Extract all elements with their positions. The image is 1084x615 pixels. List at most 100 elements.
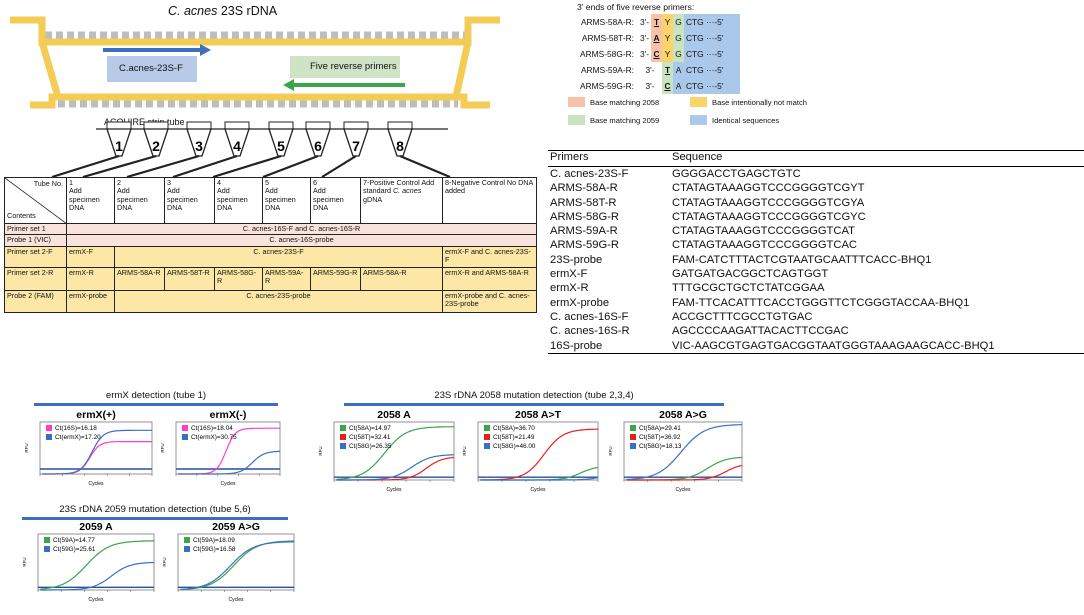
legend-label: Ct(58A)=29.41: [639, 425, 681, 432]
primer-set-2r-t4: ARMS-58G-R: [214, 266, 263, 291]
primer-end-base: G: [673, 30, 684, 46]
sequence-primer-name: C. acnes-23S-F: [550, 168, 629, 180]
probe-2-label: Probe 2 (FAM): [4, 289, 67, 313]
amplification-chart: 2058 A>TRFUCyclesCt(58A)=36.70Ct(58T)=21…: [462, 409, 599, 493]
sequence-primer-name: 16S-probe: [550, 339, 603, 352]
primer-end-tail: CTG ···-5': [684, 62, 740, 78]
primer-end-tail: CTG ···-5': [684, 46, 740, 62]
sequence-value: VIC-AAGCGTGAGTGACGGTAATGGGTAAAGAAGCACC-B…: [672, 339, 995, 352]
x-axis-label: Cycles: [220, 481, 236, 487]
legend-swatch: [182, 425, 188, 431]
tube-number-4: 4: [233, 138, 241, 154]
amplification-curve: [336, 454, 454, 481]
sequence-primer-name: ARMS-58A-R: [550, 182, 618, 195]
legend-swatch: [340, 443, 346, 449]
key-swatch-2059: [568, 115, 585, 125]
tube-1: 1: [51, 121, 132, 178]
sequence-value: GGGGACCTGAGCTGTC: [672, 168, 801, 180]
primer-set-2r-t6: ARMS-59G-R: [310, 266, 361, 291]
sequence-value: TTTGCGCTGCTCTATCGGAA: [672, 282, 825, 295]
legend-swatch: [184, 546, 190, 552]
legend-label: Ct(58T)=32.41: [349, 434, 391, 441]
primer-end-base: A: [673, 62, 684, 78]
sequence-primer-name: ermX-R: [550, 282, 589, 295]
plot-frame: [477, 421, 599, 481]
x-axis-label: Cycles: [675, 487, 691, 493]
legend-label: Ct(59A)=18.09: [193, 537, 235, 544]
sequence-value: CTATAGTAAAGGTCCCGGGGTCGYC: [672, 210, 866, 223]
plot-frame: [177, 533, 295, 591]
primer-end-name: ARMS-59G-R:: [580, 81, 634, 91]
legend-label: Ct(58T)=21.49: [493, 434, 535, 441]
plot-frame: [333, 421, 455, 481]
sequence-value: GATGATGACGGCTCAGTGGT: [672, 268, 829, 281]
tube-number-3: 3: [195, 138, 203, 154]
primer-set-2r-label: Primer set 2-R: [4, 266, 67, 291]
chart-title: ermX(-): [210, 409, 247, 421]
primer-end-tail: CTG ···-5': [684, 30, 740, 46]
primer-set-2f-t1: ermX-F: [66, 245, 115, 268]
amplification-curve: [42, 429, 152, 475]
legend-swatch: [630, 425, 636, 431]
y-axis-label: RFU: [462, 446, 467, 455]
col-primers: Primers: [550, 151, 589, 163]
x-axis-label: Cycles: [88, 597, 104, 603]
amplification-curve: [336, 426, 454, 480]
plot-frame: [623, 421, 743, 481]
tube-line-8: [399, 154, 451, 178]
legend-label: Ct(58A)=36.70: [493, 425, 535, 432]
sequence-value: ACCGCTTTCGCCTGTGAC: [672, 310, 813, 323]
rdna-diagram: [10, 16, 500, 109]
legend-label: Ct(16S)=18.04: [191, 425, 233, 432]
forward-primer-label: C.acnes-23S-F: [119, 63, 183, 74]
tube-number-6: 6: [314, 138, 322, 154]
r2058-group-title: 23S rDNA 2058 mutation detection (tube 2…: [344, 390, 724, 406]
y-axis-label: RFU: [162, 557, 167, 566]
primer-key: Base matching 2058 Base intentionally no…: [568, 97, 828, 125]
legend-label: Ct(59G)=16.58: [193, 546, 236, 553]
tube-no-header: Tube No.: [33, 179, 63, 188]
legend-label: Ct(ermX)=17.20: [55, 434, 101, 441]
legend-swatch: [484, 425, 490, 431]
amplification-curve: [40, 561, 154, 591]
sequence-row: C. acnes-23S-F GGGGACCTGAGCTGTC: [548, 167, 1084, 181]
primer-end-base: Y: [662, 30, 673, 46]
legend-label: Ct(59G)=25.61: [53, 546, 96, 553]
legend-label: Ct(58A)=14.97: [349, 425, 391, 432]
sequence-row: ermX-R TTTGCGCTGCTCTATCGGAA: [548, 281, 1084, 295]
sequence-primer-name: ARMS-59G-R: [550, 239, 619, 252]
probe-2-t1: ermX-probe: [66, 289, 115, 313]
y-axis-label: RFU: [160, 443, 165, 452]
primer-set-2r-t8: ermX-R and ARMS-58A-R: [442, 266, 537, 291]
chart-title: 2059 A>G: [212, 521, 260, 533]
key-identical: Identical sequences: [690, 115, 779, 125]
legend-swatch: [44, 546, 50, 552]
sequence-row: 16S-probe VIC-AAGCGTGAGTGACGGTAATGGGTAAAG…: [548, 339, 1084, 353]
tube-7: 7: [321, 121, 369, 178]
amplification-curve: [626, 464, 743, 481]
y-axis-label: RFU: [24, 443, 29, 452]
primer-set-2r-t2: ARMS-58A-R: [114, 266, 165, 291]
reverse-primer-box: [290, 56, 400, 78]
sequence-primer-name: ARMS-58G-R: [550, 210, 619, 223]
primer-set-2f-t8: ermX-F and C. acnes-23S-F: [442, 245, 537, 268]
tube-line-4: [172, 154, 238, 178]
primer-end-tail: CTG ···-5': [684, 14, 740, 30]
y-axis-label: RFU: [608, 446, 613, 455]
probe-1-value: C. acnes-16S-probe: [66, 234, 537, 247]
contents-header: Contents: [7, 210, 36, 220]
key-2058: Base matching 2058: [568, 97, 690, 107]
amplification-chart: 2059 A>GRFUCyclesCt(59A)=18.09Ct(59G)=16…: [162, 521, 295, 603]
primer-set-1-value: C. acnes-16S-F and C. acnes-16S-R: [66, 222, 537, 236]
primer-end-name: ARMS-58G-R:: [580, 49, 634, 59]
